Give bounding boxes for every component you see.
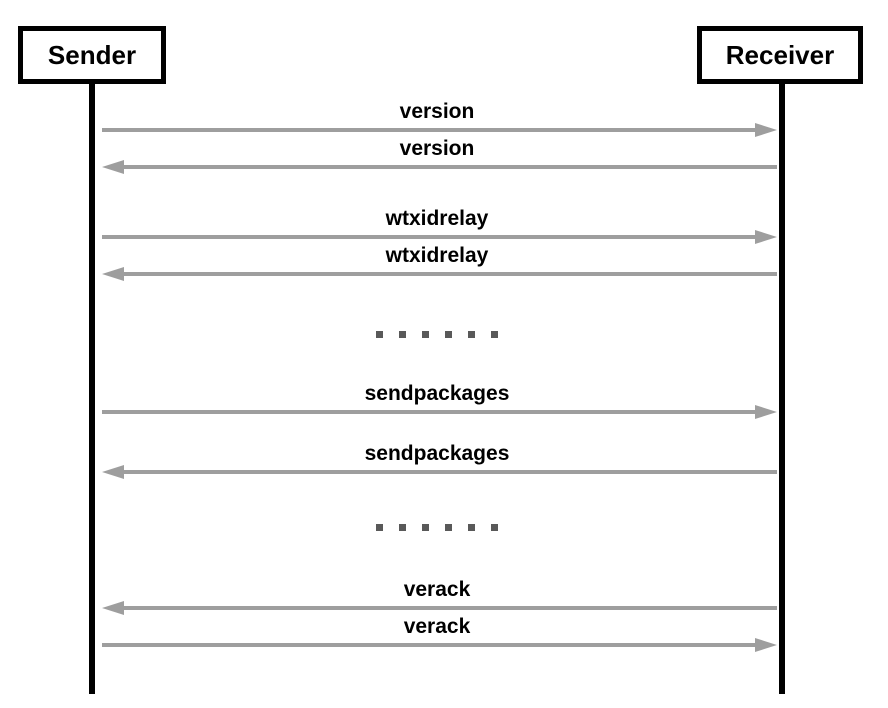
message-label: version — [399, 100, 475, 123]
message-line — [102, 128, 757, 132]
message-line — [123, 470, 777, 474]
message-label: wtxidrelay — [385, 207, 489, 230]
message-label: sendpackages — [364, 382, 510, 405]
message-line — [123, 165, 777, 169]
separator-dot — [399, 331, 406, 338]
separator-dot — [445, 331, 452, 338]
message-label: wtxidrelay — [385, 244, 489, 267]
arrowhead-left-icon — [102, 267, 124, 281]
separator-dot — [422, 331, 429, 338]
arrowhead-left-icon — [102, 160, 124, 174]
separator-dot — [491, 524, 498, 531]
message-label: sendpackages — [364, 442, 510, 465]
ellipsis-separator — [376, 524, 498, 531]
separator-dot — [399, 524, 406, 531]
separator-dot — [376, 524, 383, 531]
arrowhead-right-icon — [755, 123, 777, 137]
participant-box-sender: Sender — [18, 26, 166, 84]
lifeline-sender — [89, 84, 95, 694]
message-label: version — [399, 137, 475, 160]
message-label: verack — [403, 578, 471, 601]
lifeline-receiver — [779, 84, 785, 694]
separator-dot — [422, 524, 429, 531]
message-line — [102, 235, 757, 239]
separator-dot — [468, 331, 475, 338]
participant-label-receiver: Receiver — [725, 39, 835, 70]
separator-dot — [445, 524, 452, 531]
message-line — [102, 643, 757, 647]
participant-label-sender: Sender — [47, 39, 137, 70]
arrowhead-right-icon — [755, 230, 777, 244]
separator-dot — [376, 331, 383, 338]
message-line — [123, 272, 777, 276]
ellipsis-separator — [376, 331, 498, 338]
message-line — [123, 606, 777, 610]
arrowhead-left-icon — [102, 465, 124, 479]
separator-dot — [491, 331, 498, 338]
arrowhead-left-icon — [102, 601, 124, 615]
message-line — [102, 410, 757, 414]
arrowhead-right-icon — [755, 405, 777, 419]
separator-dot — [468, 524, 475, 531]
participant-box-receiver: Receiver — [697, 26, 863, 84]
message-label: verack — [403, 615, 471, 638]
arrowhead-right-icon — [755, 638, 777, 652]
